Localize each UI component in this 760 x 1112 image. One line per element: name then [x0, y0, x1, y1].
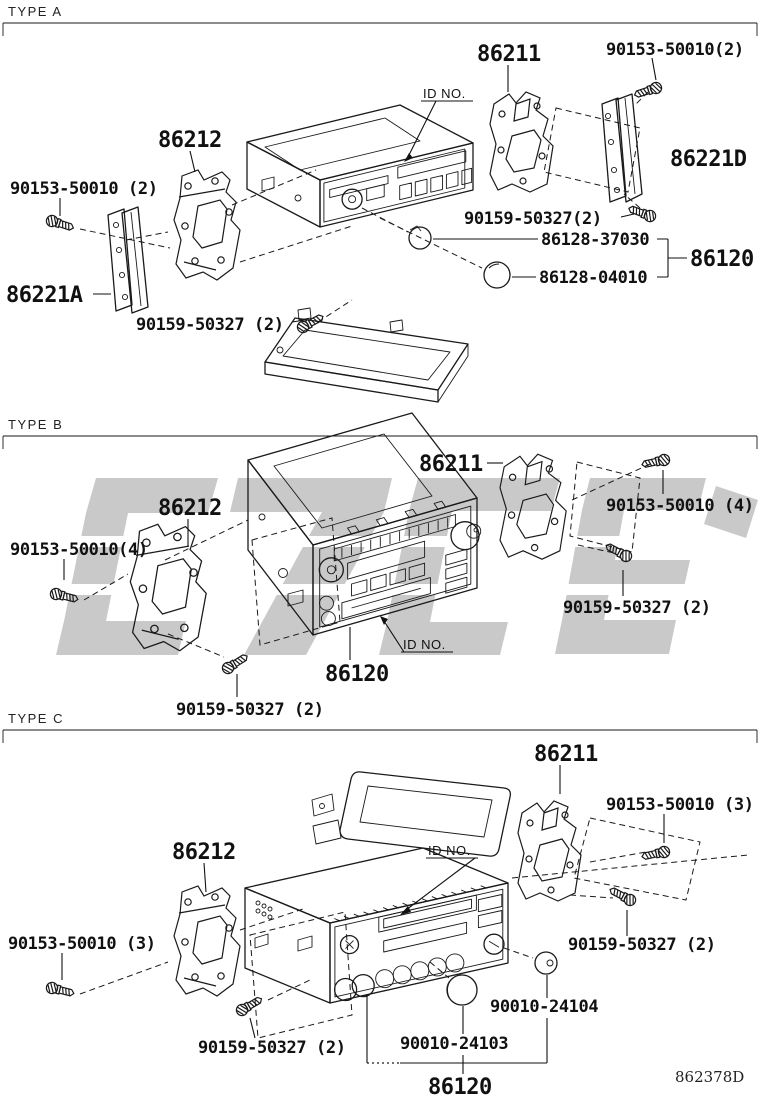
knob-86128-04010 [483, 261, 511, 289]
label-86211-b: 86211 [419, 452, 483, 477]
watermark-logo [30, 478, 758, 655]
label-86211-a: 86211 [477, 42, 541, 67]
section-type-a: TYPE A [2, 4, 758, 403]
side-panel-86221A [107, 206, 149, 314]
receiver-unit-a [246, 104, 474, 228]
section-title-c: TYPE C [8, 711, 64, 726]
label-86211-c: 86211 [534, 742, 598, 767]
screw-90159-right-c [606, 883, 639, 909]
knob-86128-37030 [408, 225, 432, 250]
assembly-dashed-lines-b [83, 461, 651, 658]
label-90153-left-b: 90153-50010(4) [10, 540, 148, 560]
screw-90153-right-b [640, 452, 672, 471]
bracket-86211-c [517, 800, 582, 902]
screw-90159-right-a [626, 202, 658, 224]
bracket-86212-a [173, 169, 241, 281]
screw-90153-left-a [44, 213, 76, 234]
label-id-no-c: ID NO. [428, 843, 471, 858]
label-90159-right-b: 90159-50327 (2) [563, 598, 711, 618]
leader-lines-b [63, 462, 664, 697]
label-90153-right-c: 90153-50010 (3) [606, 795, 754, 815]
label-86212-a: 86212 [158, 128, 222, 153]
side-panel-86221D [601, 93, 643, 203]
section-title-a: TYPE A [8, 4, 63, 19]
bracket-86212-c [173, 885, 241, 997]
section-divider-c [2, 729, 758, 743]
label-90153-right-b: 90153-50010 (4) [606, 496, 754, 516]
label-86128-37030: 86128-37030 [541, 230, 649, 250]
screw-90159-bottom-c [233, 993, 265, 1019]
screw-90153-right-a [632, 80, 664, 101]
label-90159-bottom-c: 90159-50327 (2) [198, 1038, 346, 1058]
section-type-c: TYPE C [2, 711, 758, 1100]
label-90010-24103: 90010-24103 [400, 1034, 508, 1054]
section-divider-b [2, 435, 758, 449]
leader-lines-c [61, 765, 665, 1074]
leader-lines-a [59, 57, 687, 323]
label-90153-left-c: 90153-50010 (3) [8, 934, 156, 954]
label-90159-bottom-b: 90159-50327 (2) [176, 700, 324, 720]
figure-code: 862378D [675, 1068, 744, 1086]
mounting-cage-a [264, 307, 469, 403]
label-86212-c: 86212 [172, 840, 236, 865]
label-id-no-a: ID NO. [423, 86, 466, 101]
label-86221A: 86221A [6, 283, 83, 308]
label-90153-right-a: 90153-50010(2) [606, 40, 744, 60]
label-86128-04010: 86128-04010 [539, 268, 647, 288]
trim-bezel-c [311, 771, 512, 857]
label-86120-a: 86120 [690, 247, 754, 272]
label-86120-c: 86120 [428, 1075, 492, 1100]
label-90010-24104: 90010-24104 [490, 997, 598, 1017]
section-title-b: TYPE B [8, 417, 63, 432]
screw-90153-right-c [640, 844, 672, 863]
bracket-86211-a [489, 91, 554, 193]
receiver-unit-b [247, 412, 482, 636]
label-90153-left-a: 90153-50010 (2) [10, 179, 158, 199]
label-id-no-b: ID NO. [403, 637, 446, 652]
knob-90010-24103 [446, 974, 478, 1006]
section-divider-a [2, 22, 758, 36]
label-90159-left-a: 90159-50327 (2) [136, 315, 284, 335]
label-86212-b: 86212 [158, 496, 222, 521]
knob-90010-24104 [534, 951, 558, 975]
section-type-b: TYPE B [2, 412, 758, 720]
label-86221D: 86221D [670, 147, 747, 172]
screw-90153-left-c [44, 980, 76, 1000]
label-90159-right-a: 90159-50327(2) [464, 209, 602, 229]
receiver-unit-c [244, 847, 509, 1004]
label-86120-b: 86120 [325, 662, 389, 687]
label-90159-right-c: 90159-50327 (2) [568, 935, 716, 955]
